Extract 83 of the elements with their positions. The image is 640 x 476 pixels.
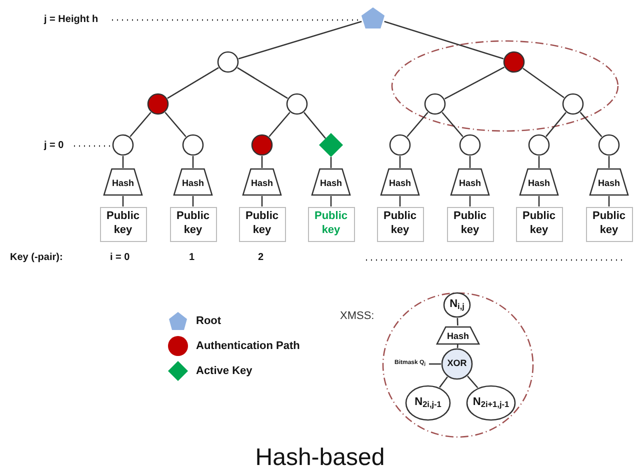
diagram-label: XMSS: [340, 309, 374, 324]
connector-line [237, 67, 288, 99]
public-key-box: Public key [100, 206, 146, 242]
connector-line [538, 156, 540, 168]
connector-line [538, 196, 540, 206]
leaf-circle [112, 134, 134, 156]
hash-trapezoid: Hash [103, 168, 143, 196]
connector-line [192, 156, 194, 168]
height-label: j = Height h [44, 13, 98, 27]
index-label: 2 [258, 251, 264, 265]
tree-node-circle [424, 93, 446, 115]
tree-node-circle [286, 93, 308, 115]
child-node-ellipse: N$_{2i,j-1}$ [405, 385, 451, 421]
public-key-box: Public key [446, 206, 494, 242]
child-node-ellipse: N$_{2i+1,j-1}$ [466, 385, 516, 421]
tree-node-circle [503, 51, 525, 73]
connector-line [608, 156, 610, 168]
public-key-box: Public key [376, 206, 424, 242]
connector-line [546, 112, 566, 137]
connector-line [442, 112, 464, 138]
connector-line [261, 196, 263, 206]
root-pentagon [361, 7, 385, 29]
level-label: j = 0 [44, 139, 64, 153]
active-key-diamond [319, 133, 343, 157]
leaf-circle [251, 134, 273, 156]
connector-line [330, 157, 332, 168]
connector-line [439, 376, 448, 388]
public-key-box: Public key [170, 206, 216, 242]
legend-label: Root [196, 314, 222, 329]
connector-line [522, 68, 564, 98]
connector-line [130, 112, 152, 138]
leaf-circle [598, 134, 620, 156]
connector-line [456, 344, 458, 348]
connector-line [444, 66, 505, 100]
connector-line [304, 112, 326, 139]
connector-line [330, 196, 332, 206]
leaf-circle [528, 134, 550, 156]
key-pair-label: Key (-pair): [10, 251, 63, 265]
connector-line [122, 196, 124, 206]
xor-circle: XOR [441, 348, 473, 380]
public-key-box: Public key [586, 206, 632, 242]
connector-line [429, 363, 441, 365]
xmss-dashed-circle [382, 292, 534, 438]
node-circle: N$_{i,j}$ [443, 292, 471, 318]
connector-line [238, 20, 362, 60]
connector-line [268, 112, 290, 138]
legend-label: Active Key [196, 364, 252, 379]
legend-label: Authentication Path [196, 338, 300, 354]
tree-node-circle [562, 93, 584, 115]
hash-trapezoid: Hash [173, 168, 213, 196]
hash-trapezoid: Hash [450, 168, 490, 196]
index-label: 1 [189, 251, 195, 265]
hash-trapezoid: Hash [589, 168, 629, 196]
hash-trapezoid: Hash [311, 168, 351, 196]
connector-line [167, 67, 219, 99]
hash-trapezoid: Hash [380, 168, 420, 196]
connector-line [384, 20, 504, 60]
connector-line [608, 196, 610, 206]
hash-trapezoid: Hash [436, 326, 480, 344]
caption: Hash-based [254, 443, 386, 473]
public-key-box: Public key [516, 206, 562, 242]
public-key-box: Public key [238, 206, 286, 242]
index-label: i = 0 [110, 251, 130, 265]
connector-line [467, 376, 478, 388]
connector-line [399, 156, 401, 168]
tree-node-circle [147, 93, 169, 115]
tree-node-circle [217, 51, 239, 73]
connector-line [456, 318, 458, 326]
leaf-circle [182, 134, 204, 156]
connector-line [580, 112, 602, 138]
connector-line [469, 196, 471, 206]
connector-line [399, 196, 401, 206]
connector-line [469, 156, 471, 168]
connector-line [122, 156, 124, 168]
public-key-box: Public key [308, 206, 354, 242]
connector-line [164, 112, 186, 138]
hash-trapezoid: Hash [242, 168, 282, 196]
connector-line [406, 112, 428, 138]
leaf-circle [389, 134, 411, 156]
hash-trapezoid: Hash [519, 168, 559, 196]
connector-line [192, 196, 194, 206]
connector-line [261, 156, 263, 168]
leaf-circle [459, 134, 481, 156]
